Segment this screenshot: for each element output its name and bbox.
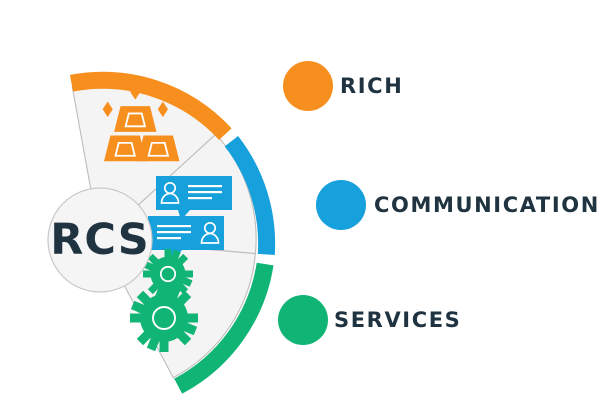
legend-label-communication: COMMUNICATION <box>374 193 600 217</box>
sparkle-top-icon <box>130 84 141 100</box>
legend-label-services: SERVICES <box>334 308 462 332</box>
chat-bubbles-icon <box>148 176 232 260</box>
chat-text-line <box>157 225 191 228</box>
center-badge-label: RCS <box>50 215 149 265</box>
chat-text-line <box>188 185 222 188</box>
gear-large-icon <box>130 284 198 352</box>
fan-outer-arcs <box>69 71 276 394</box>
chat-avatar-upper-body <box>160 192 180 204</box>
legend-dot-services[interactable] <box>278 295 328 345</box>
chat-avatar-lower-body <box>200 232 220 244</box>
legend-dot-rich[interactable] <box>283 61 333 111</box>
arc-services[interactable] <box>174 262 274 394</box>
chat-text-line <box>157 231 191 234</box>
chat-text-line <box>188 197 212 200</box>
chat-text-line <box>157 237 181 240</box>
center-badge[interactable]: RCS <box>47 187 153 293</box>
gold-bar-top-inner <box>124 112 147 128</box>
gold-bar-top <box>114 106 157 132</box>
gold-bar-bottom-right-inner <box>147 141 170 157</box>
legend-dot-communication[interactable] <box>316 180 366 230</box>
center-badge-circle[interactable] <box>47 187 153 293</box>
gears-icon <box>130 249 198 352</box>
legend-label-rich: RICH <box>340 74 404 98</box>
chat-text-line <box>188 191 222 194</box>
gold-bar-bottom-right <box>137 135 180 162</box>
gold-bar-bottom-left-inner <box>114 141 136 157</box>
arc-communication[interactable] <box>224 135 276 255</box>
gold-bar-bottom-left <box>104 135 147 162</box>
arc-rich[interactable] <box>69 71 232 140</box>
chat-bubble-upper <box>156 176 232 220</box>
